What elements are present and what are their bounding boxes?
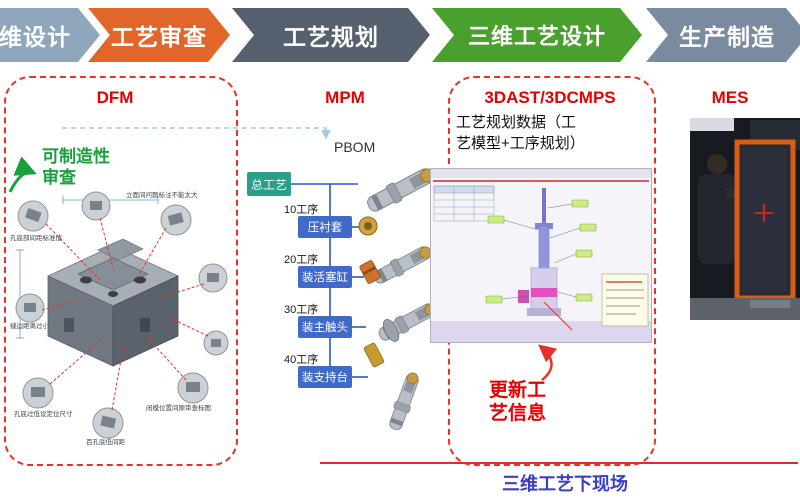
task-node-install-cylinder: 装活塞缸 bbox=[298, 266, 352, 288]
cad-toolbar bbox=[431, 169, 651, 178]
footer-divider-line bbox=[320, 462, 798, 464]
stage-arrow-3d-process-design: 三维工艺设计 bbox=[432, 8, 642, 62]
mes-title: MES bbox=[711, 88, 749, 107]
detail-callout-circles bbox=[15, 191, 229, 439]
mpm-title: MPM bbox=[325, 88, 365, 107]
op-label-10: 10工序 bbox=[284, 204, 319, 216]
pbom-label: PBOM bbox=[334, 139, 376, 155]
part-piston bbox=[359, 260, 381, 284]
part-flange-shaft bbox=[375, 298, 441, 345]
part-gold-cylinder bbox=[363, 342, 385, 368]
part-vertical-shaft bbox=[386, 370, 423, 433]
photo-glare bbox=[690, 118, 734, 131]
cad-red-leader bbox=[543, 301, 573, 331]
callout-label: 孔底部间距标准值 bbox=[10, 233, 63, 242]
cad-parameter-table bbox=[433, 185, 495, 222]
stage-arrow-label: 生产制造 bbox=[679, 24, 775, 50]
stage-arrow-production: 生产制造 bbox=[646, 8, 800, 62]
part-assembly-shaft bbox=[363, 163, 439, 216]
mes-shopfloor-photo bbox=[690, 118, 800, 320]
dfm-review-frame bbox=[4, 76, 238, 466]
part-shaft-2 bbox=[370, 241, 436, 288]
callout-label: 百孔底低间距 bbox=[86, 437, 126, 446]
cad-bottom-panel bbox=[431, 321, 651, 342]
op-label-30: 30工序 bbox=[284, 304, 319, 316]
stage-arrow-label: 维设计 bbox=[0, 24, 71, 50]
stage-arrow-process-planning: 工艺规划 bbox=[232, 8, 430, 62]
cad-screenshot bbox=[430, 168, 652, 343]
task-node-install-support: 装支持台 bbox=[298, 366, 352, 388]
callout-labels: 孔底部间距标准值 立面间问题标注不能太大 缝边距离过小 孔底过低设定位尺寸 百孔… bbox=[10, 190, 211, 446]
callout-leader-lines bbox=[41, 217, 209, 411]
cad-annotation-labels bbox=[485, 199, 597, 304]
planning-data-note: 工艺规划数据（工 艺模型+工序规划） bbox=[456, 114, 585, 152]
stage-arrow-3d-design: 维设计 bbox=[0, 8, 100, 62]
task-node-press-bushing: 压衬套 bbox=[298, 216, 352, 238]
crosshair-marker bbox=[755, 204, 773, 222]
callout-label: 立面间问题标注不能太大 bbox=[126, 190, 198, 199]
process-root-node: 总工艺 bbox=[247, 172, 291, 196]
dfm-title: DFM bbox=[96, 88, 134, 107]
mold-body bbox=[47, 238, 179, 367]
callout-label: 孔底过低设定位尺寸 bbox=[14, 409, 73, 418]
callout-label: 缝边距离过小 bbox=[10, 321, 50, 330]
op-label-20: 20工序 bbox=[284, 254, 319, 266]
part-thumbnails bbox=[358, 163, 441, 433]
callout-label: 闭模位置间隙审查标图 bbox=[146, 403, 211, 412]
update-process-info-note: 更新工 艺信息 bbox=[489, 380, 547, 424]
dast-title: 3DAST/3DCMPS bbox=[484, 88, 616, 107]
stage-arrow-label: 三维工艺设计 bbox=[467, 24, 606, 49]
part-bushing bbox=[358, 216, 378, 236]
task-node-install-contact: 装主触头 bbox=[298, 316, 352, 338]
cad-note-box bbox=[601, 273, 649, 327]
stage-arrow-process-review: 工艺审查 bbox=[88, 8, 230, 62]
stage-arrow-label: 工艺规划 bbox=[283, 24, 379, 50]
op-label-40: 40工序 bbox=[284, 354, 319, 366]
manufacturability-review-note: 可制造性 审查 bbox=[42, 147, 110, 188]
dimension-lines bbox=[16, 196, 159, 339]
slide-caption: 三维工艺下现场 bbox=[502, 474, 628, 494]
stage-arrow-label: 工艺审查 bbox=[111, 24, 207, 50]
mold-dfm-drawing: 孔底部间距标准值 立面间问题标注不能太大 缝边距离过小 孔底过低设定位尺寸 百孔… bbox=[10, 190, 229, 446]
